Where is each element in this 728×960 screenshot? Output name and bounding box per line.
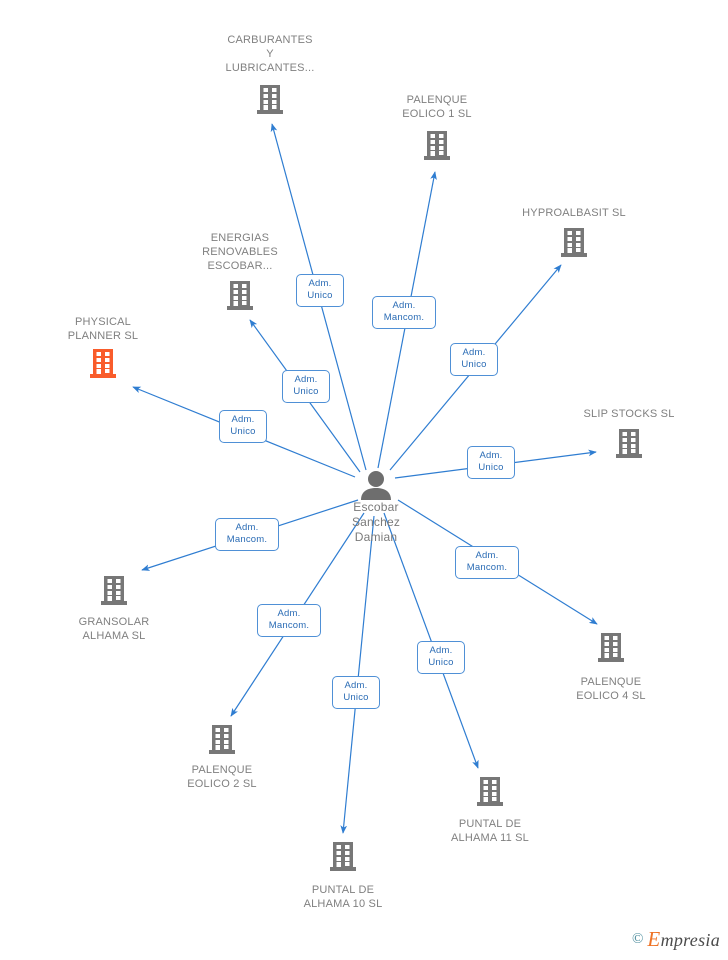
node-gransolar-alhama-sl-label: GRANSOLAR ALHAMA SL [78,616,150,642]
node-physical-planner-sl-label: PHYSICAL PLANNER SL [67,316,139,342]
badge-adm-mancom-palenque-4[interactable]: Adm. Mancom. [455,546,519,579]
node-physical-planner-sl[interactable] [28,348,178,380]
badge-adm-unico-puntal-11[interactable]: Adm. Unico [417,641,465,674]
person-icon[interactable] [301,470,451,500]
node-puntal-de-alhama-11-sl-label-box: PUNTAL DE ALHAMA 11 SL [415,817,565,845]
node-palenque-eolico-2-sl[interactable] [147,724,297,756]
brand-initial: E [647,927,661,951]
building-icon[interactable] [195,84,345,116]
node-puntal-de-alhama-10-sl[interactable] [268,841,418,873]
badge-adm-unico-puntal-10[interactable]: Adm. Unico [332,676,380,709]
badge-adm-unico-energias[interactable]: Adm. Unico [296,274,344,307]
center-person-label: Escobar Sanchez Damian [351,500,401,544]
node-carburantes-y-lubricantes-label-box: CARBURANTES Y LUBRICANTES... [195,33,345,75]
building-icon[interactable] [499,227,649,259]
badge-adm-unico-slip-stocks[interactable]: Adm. Unico [467,446,515,479]
node-carburantes-y-lubricantes[interactable] [195,84,345,116]
node-energias-renovables-escobar-label-box: ENERGIAS RENOVABLES ESCOBAR... [165,231,315,273]
node-palenque-eolico-1-sl-label-box: PALENQUE EOLICO 1 SL [362,93,512,121]
edge-to-puntal-alhama-10 [340,515,375,834]
node-gransolar-alhama-sl-label-box: GRANSOLAR ALHAMA SL [39,615,189,643]
node-slip-stocks-sl-label: SLIP STOCKS SL [583,408,675,420]
node-puntal-de-alhama-10-sl-label-box: PUNTAL DE ALHAMA 10 SL [268,883,418,911]
building-icon[interactable] [165,280,315,312]
building-icon[interactable] [28,348,178,380]
building-icon[interactable] [415,776,565,808]
node-physical-planner-sl-label-box: PHYSICAL PLANNER SL [28,315,178,343]
node-gransolar-alhama-sl[interactable] [39,575,189,607]
center-person[interactable]: Escobar Sanchez Damian [301,470,451,545]
node-palenque-eolico-4-sl-label-box: PALENQUE EOLICO 4 SL [536,675,686,703]
node-hyproalbasit-sl-label: HYPROALBASIT SL [522,207,626,219]
node-hyproalbasit-sl-label-box: HYPROALBASIT SL [499,206,649,220]
node-palenque-eolico-2-sl-label: PALENQUE EOLICO 2 SL [187,764,257,790]
node-palenque-eolico-4-sl-label: PALENQUE EOLICO 4 SL [576,676,646,702]
building-icon[interactable] [268,841,418,873]
building-icon[interactable] [554,428,704,460]
badge-adm-mancom-gransolar[interactable]: Adm. Mancom. [215,518,279,551]
node-palenque-eolico-1-sl[interactable] [362,130,512,162]
badge-adm-unico-carburantes[interactable]: Adm. Unico [282,370,330,403]
building-icon[interactable] [536,632,686,664]
badge-adm-unico-physical[interactable]: Adm. Unico [219,410,267,443]
copyright-icon: © [632,931,644,947]
building-icon[interactable] [362,130,512,162]
node-energias-renovables-escobar-label: ENERGIAS RENOVABLES ESCOBAR... [202,232,278,272]
brand-name: Empresia [647,927,720,952]
node-slip-stocks-sl[interactable] [554,428,704,460]
building-icon[interactable] [39,575,189,607]
node-slip-stocks-sl-label-box: SLIP STOCKS SL [554,407,704,421]
building-icon[interactable] [147,724,297,756]
badge-adm-unico-hyproalbasit[interactable]: Adm. Unico [450,343,498,376]
node-palenque-eolico-1-sl-label: PALENQUE EOLICO 1 SL [402,94,472,120]
node-puntal-de-alhama-11-sl[interactable] [415,776,565,808]
watermark: © Empresia [632,927,720,952]
brand-rest: mpresia [660,930,720,950]
badge-adm-mancom-palenque-2[interactable]: Adm. Mancom. [257,604,321,637]
node-energias-renovables-escobar[interactable] [165,280,315,312]
node-palenque-eolico-2-sl-label-box: PALENQUE EOLICO 2 SL [147,763,297,791]
node-carburantes-y-lubricantes-label: CARBURANTES Y LUBRICANTES... [225,34,315,74]
node-palenque-eolico-4-sl[interactable] [536,632,686,664]
badge-adm-mancom-palenque-1[interactable]: Adm. Mancom. [372,296,436,329]
node-puntal-de-alhama-10-sl-label: PUNTAL DE ALHAMA 10 SL [303,884,383,910]
node-puntal-de-alhama-11-sl-label: PUNTAL DE ALHAMA 11 SL [450,818,529,844]
node-hyproalbasit-sl[interactable] [499,227,649,259]
